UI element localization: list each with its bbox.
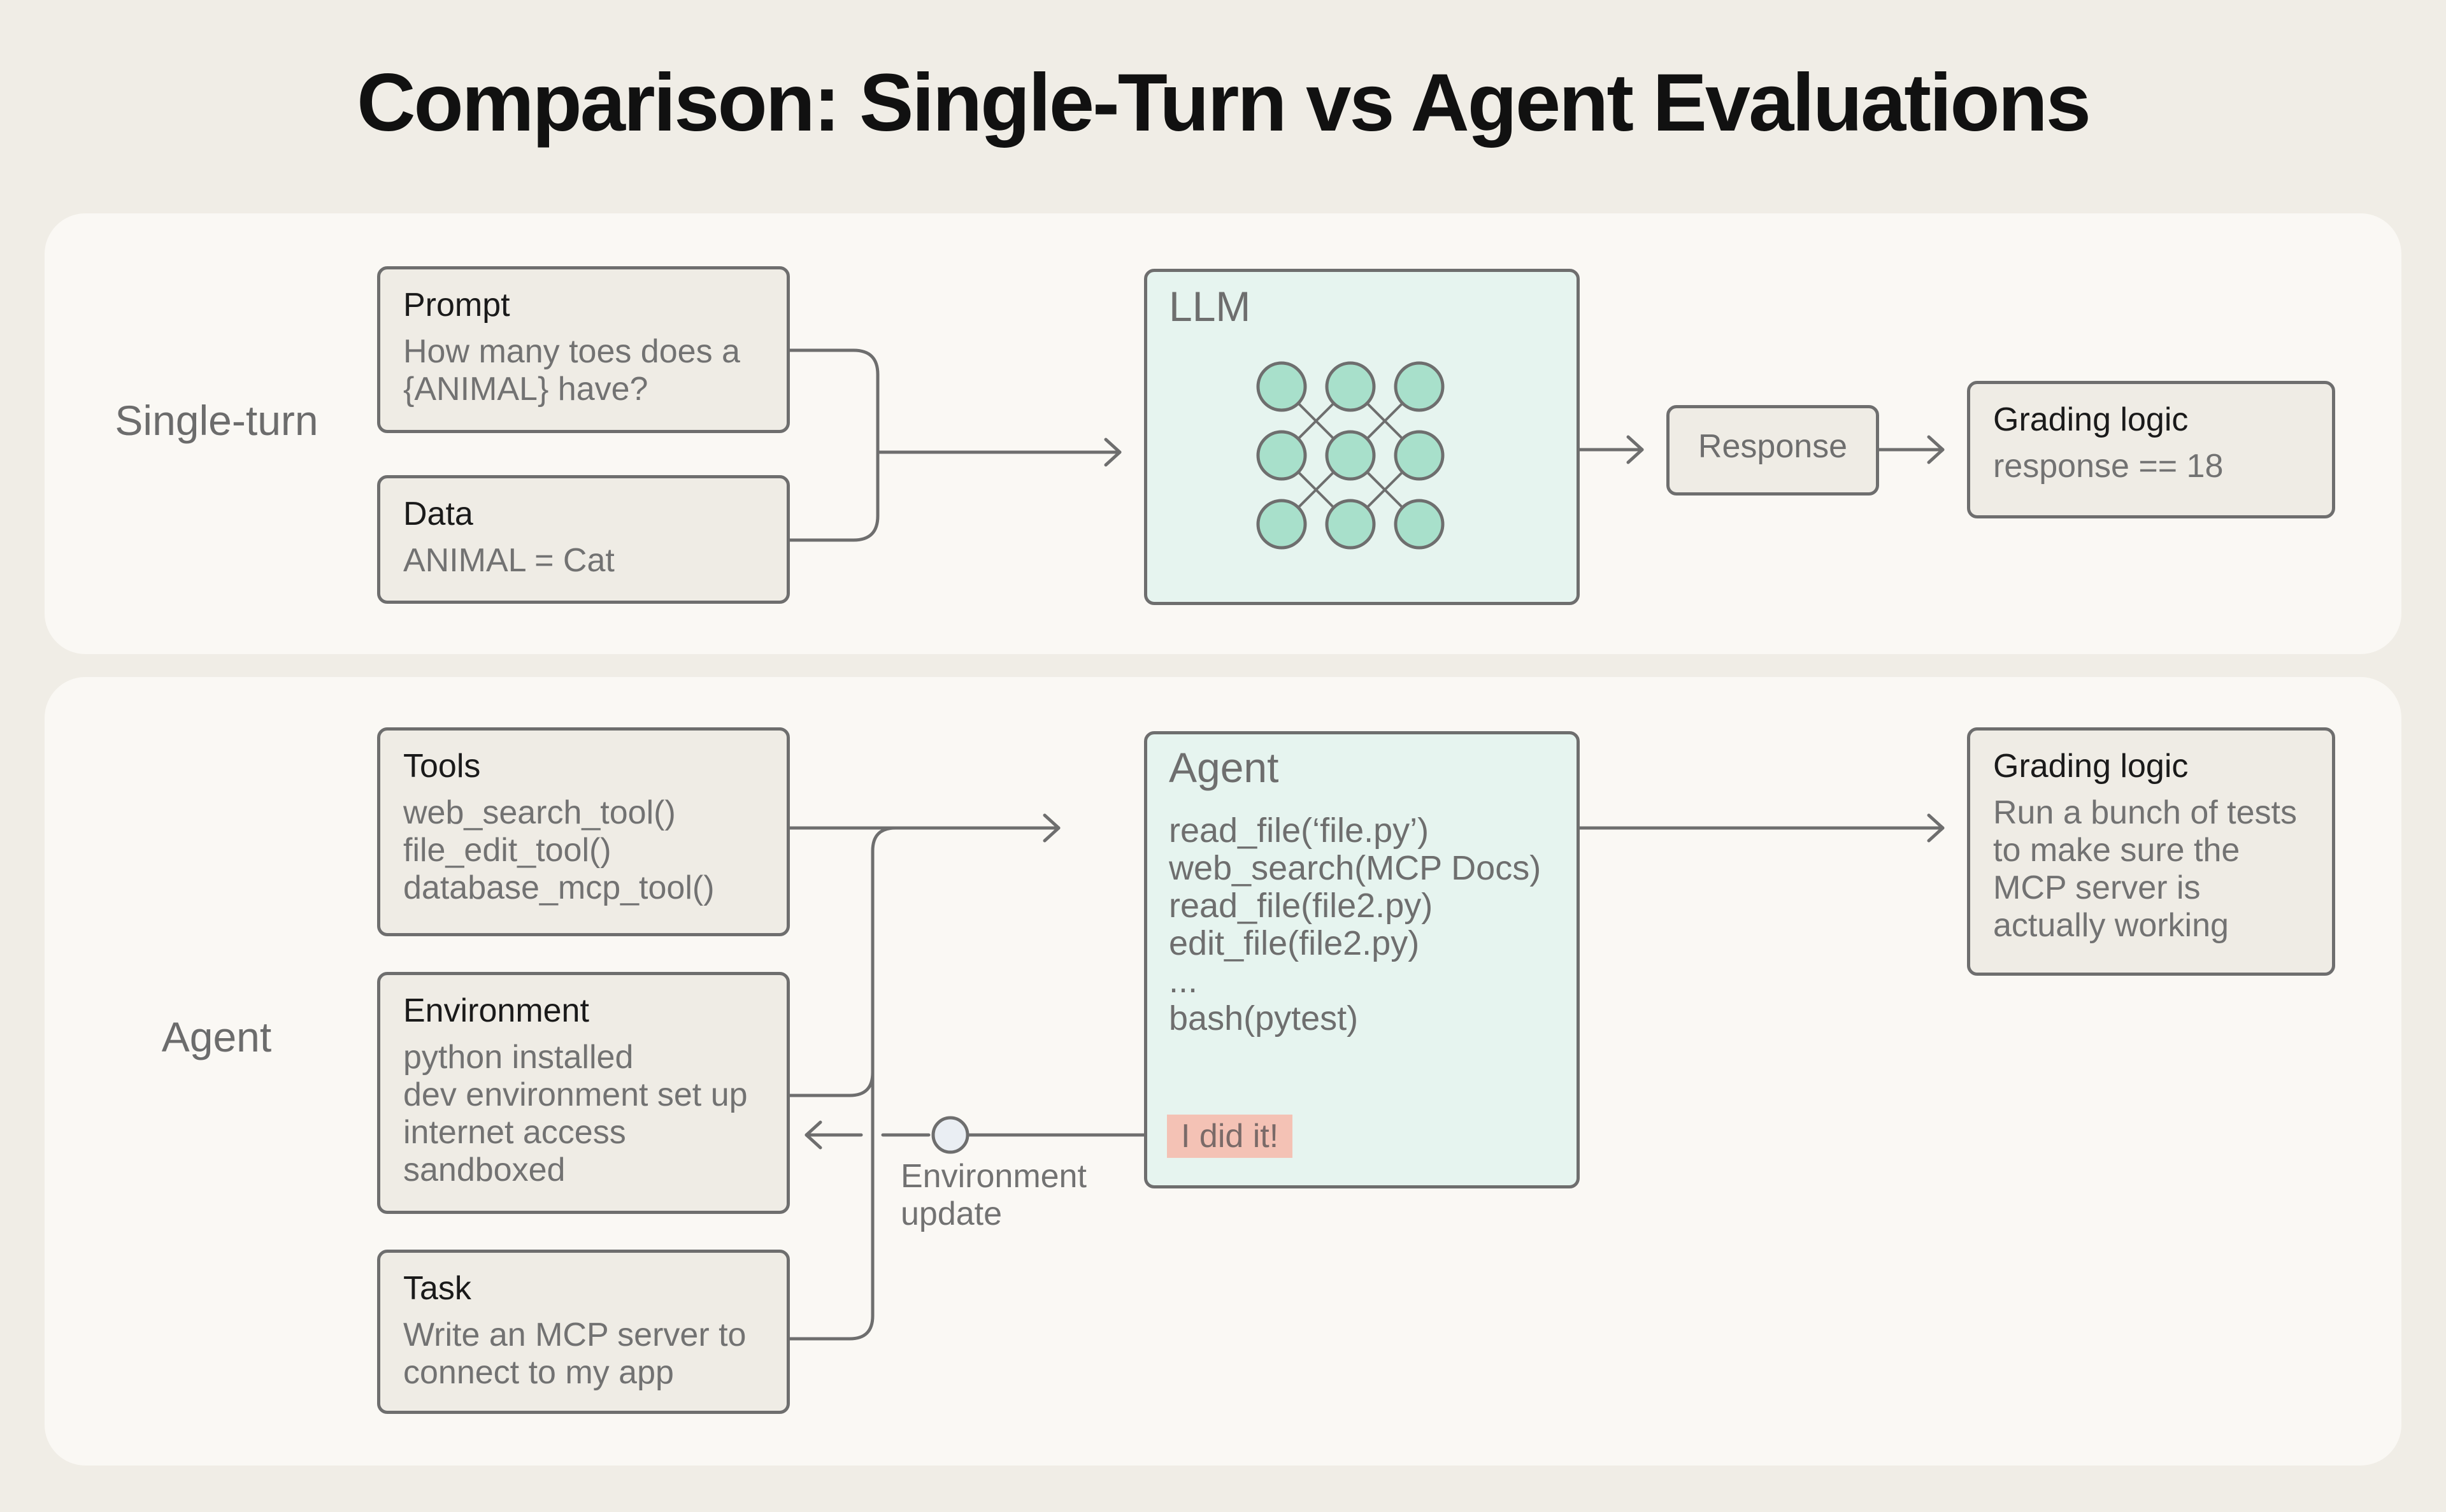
environment-update-label: Environment update: [901, 1158, 1087, 1232]
agent-box: Agent read_file(‘file.py’) web_search(MC…: [1144, 731, 1580, 1188]
data-text: ANIMAL = Cat: [403, 542, 615, 579]
response-label: Response: [1698, 428, 1848, 465]
prompt-box: Prompt How many toes does a {ANIMAL} hav…: [377, 266, 790, 433]
single-grading-box: Grading logic response == 18: [1967, 381, 2335, 518]
tools-box: Tools web_search_tool() file_edit_tool()…: [377, 727, 790, 936]
single-grading-text: response == 18: [1993, 448, 2224, 485]
agent-grading-box: Grading logic Run a bunch of tests to ma…: [1967, 727, 2335, 976]
prompt-heading: Prompt: [403, 287, 510, 324]
tools-text: web_search_tool() file_edit_tool() datab…: [403, 794, 715, 906]
task-box: Task Write an MCP server to connect to m…: [377, 1250, 790, 1414]
agent-heading: Agent: [1169, 744, 1279, 791]
agent-done-badge: I did it!: [1167, 1115, 1293, 1158]
task-heading: Task: [403, 1270, 471, 1307]
agent-label: Agent: [161, 1013, 272, 1060]
data-box: Data ANIMAL = Cat: [377, 475, 790, 604]
llm-heading: LLM: [1169, 283, 1251, 330]
agent-actions: read_file(‘file.py’) web_search(MCP Docs…: [1169, 811, 1541, 1038]
environment-box: Environment python installed dev environ…: [377, 972, 790, 1214]
single-turn-label: Single-turn: [115, 397, 318, 444]
tools-heading: Tools: [403, 748, 481, 785]
single-grading-heading: Grading logic: [1993, 401, 2189, 438]
agent-grading-text: Run a bunch of tests to make sure the MC…: [1993, 794, 2297, 944]
task-text: Write an MCP server to connect to my app: [403, 1316, 747, 1391]
environment-text: python installed dev environment set up …: [403, 1039, 748, 1188]
data-heading: Data: [403, 496, 473, 532]
response-box: Response: [1666, 405, 1879, 496]
prompt-text: How many toes does a {ANIMAL} have?: [403, 333, 740, 408]
environment-heading: Environment: [403, 992, 589, 1029]
page-title: Comparison: Single-Turn vs Agent Evaluat…: [357, 57, 2091, 148]
agent-grading-heading: Grading logic: [1993, 748, 2189, 785]
llm-box: LLM: [1144, 269, 1580, 605]
